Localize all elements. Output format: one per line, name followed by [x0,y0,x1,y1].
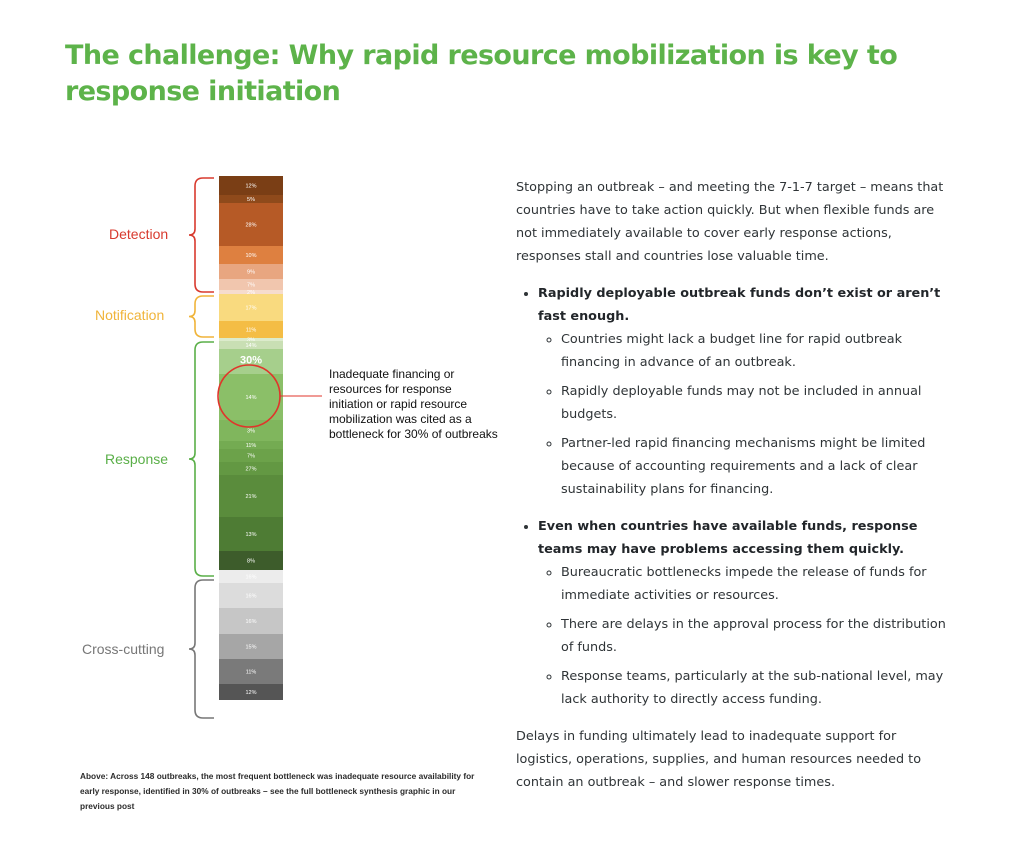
bullet-lead: Even when countries have available funds… [538,519,918,557]
bar-segment-label: 16% [245,594,256,600]
page-title: The challenge: Why rapid resource mobili… [65,40,898,107]
group-brace [188,341,214,577]
bar-segment [219,441,283,449]
sub-list: Bureaucratic bottlenecks impede the rele… [538,561,946,711]
group-label-response: Response [105,451,169,467]
group-braces [188,177,214,719]
bar-segment-label: 14% [245,395,256,401]
bar-segment [219,634,283,659]
bar-segment [219,349,283,374]
bar-segment-label: 17% [245,306,256,312]
bar-segment [219,608,283,634]
bar-segment [219,176,283,195]
callout-annotation: Inadequate financing or resources for re… [329,367,498,441]
bar-segment-label: 11% [246,670,257,676]
bar-segment [219,374,283,420]
bar-segment-label: 30% [240,355,262,367]
group-brace [188,295,214,338]
bar-segment-label: 27% [245,467,256,473]
bar-segment-label: 12% [245,184,256,190]
bar-segment [219,195,283,203]
body-text: Stopping an outbreak – and meeting the 7… [516,176,946,794]
bar-segment [219,341,283,349]
bar-segment [219,449,283,462]
bar-segment-label: 13% [245,532,256,538]
bar-segment [219,475,283,517]
bullet-list: Rapidly deployable outbreak funds don’t … [516,282,946,711]
group-label-cross-cutting: Cross-cutting [82,641,165,657]
bar-segment-label: 8% [247,559,255,565]
bottleneck-diagram: 12%5%28%10%9%7%2%17%11%3%14%30%14%3%11%7… [188,176,322,719]
sub-item: Countries might lack a budget line for r… [561,328,946,374]
stacked-bar: 12%5%28%10%9%7%2%17%11%3%14%30%14%3%11%7… [219,176,283,700]
sub-item: Bureaucratic bottlenecks impede the rele… [561,561,946,607]
bar-segment [219,290,283,294]
group-brace [188,579,214,719]
bar-segment-label: 3% [247,429,255,435]
figure-caption: Above: Across 148 outbreaks, the most fr… [80,771,475,811]
bar-segment-label: 3% [247,338,255,344]
bar-segment-label: 9% [247,270,255,276]
sub-item: Response teams, particularly at the sub-… [561,665,946,711]
bar-segment [219,279,283,290]
bar-segment [219,294,283,321]
bar-segment [219,517,283,551]
bar-segment-label: 15% [245,645,256,651]
bar-segment [219,583,283,608]
bar-segment [219,264,283,279]
bar-segment [219,321,283,338]
intro-paragraph: Stopping an outbreak – and meeting the 7… [516,180,944,264]
bullet-lead: Rapidly deployable outbreak funds don’t … [538,286,941,324]
group-label-notification: Notification [95,307,165,323]
sub-list: Countries might lack a budget line for r… [538,328,946,501]
bar-segment [219,570,283,583]
bar-segment-label: 11% [246,328,257,334]
bar-segment [219,659,283,684]
bar-segment [219,338,283,341]
sub-item: Partner-led rapid financing mechanisms m… [561,432,946,501]
bar-segment-label: 5% [247,197,255,203]
bar-segment-label: 12% [245,690,256,696]
bar-segment-label: 7% [247,283,255,289]
group-brace [188,177,214,293]
bar-segment-label: 10% [245,253,256,259]
bar-segment-label: 11% [246,443,257,449]
bar-segment [219,551,283,570]
bar-segment-label: 21% [245,494,256,500]
bar-segment-label: 16% [245,575,256,581]
bar-segment [219,462,283,475]
bar-segment-label: 28% [245,223,256,229]
bar-segment-label: 2% [247,290,255,296]
bar-segment [219,684,283,700]
bar-segment [219,420,283,441]
sub-item: Rapidly deployable funds may not be incl… [561,380,946,426]
bullet-item: Rapidly deployable outbreak funds don’t … [538,282,946,501]
bar-segment-label: 16% [245,619,256,625]
bullet-item: Even when countries have available funds… [538,515,946,711]
bar-segment-label: 7% [247,454,255,460]
group-label-detection: Detection [109,226,169,242]
sub-item: There are delays in the approval process… [561,613,946,659]
bar-segment [219,246,283,264]
bar-segment [219,203,283,246]
bar-segment-label: 14% [245,343,256,349]
outro-paragraph: Delays in funding ultimately lead to ina… [516,729,922,790]
